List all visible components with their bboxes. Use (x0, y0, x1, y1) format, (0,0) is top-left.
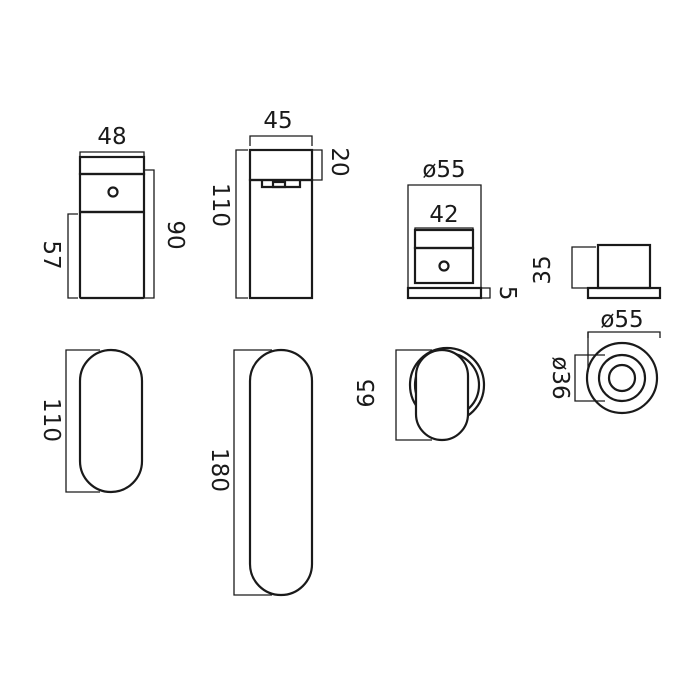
plate-dimension-line (481, 287, 491, 299)
height-dimension-line (395, 349, 432, 441)
height-label: 65 (354, 378, 380, 407)
height-dimension-line (571, 246, 596, 289)
handle-body (413, 246, 475, 285)
handle-top-cap (78, 155, 146, 176)
top-dimension-line (312, 149, 323, 181)
height-label: 110 (207, 183, 233, 227)
handle-small-front-view: 110 (38, 348, 144, 494)
top-label: 20 (326, 147, 352, 176)
height-label: 90 (162, 220, 188, 249)
inner-dimension-line (574, 354, 605, 402)
handle-round-side-view: ø55 42 5 (406, 157, 520, 301)
inner-dimension-line (414, 227, 474, 232)
width-dimension-line (249, 135, 313, 146)
height-dimension-line (235, 149, 248, 299)
escutcheon-core (607, 363, 637, 393)
height-dimension-line (144, 169, 155, 299)
inner-label: ø36 (547, 356, 573, 399)
lever-outline (414, 348, 470, 442)
spout-front-view: 180 (206, 348, 314, 597)
width-label: 48 (97, 124, 126, 150)
height-dimension-line (233, 349, 272, 596)
height-label: 35 (530, 255, 556, 284)
handle-upper-body (78, 172, 146, 214)
escutcheon-outer-ring (585, 341, 659, 415)
width-label: 45 (263, 108, 292, 134)
handle-lower-body (78, 210, 146, 300)
inner-label: 42 (429, 202, 458, 228)
outer-label: ø55 (422, 157, 465, 183)
knob-stem (596, 243, 652, 290)
plate-label: 5 (494, 286, 520, 301)
lower-dimension-line (67, 213, 78, 299)
knob-flange (586, 286, 662, 300)
spout-top-block (248, 148, 314, 182)
height-label: 180 (206, 448, 232, 492)
outer-dimension-line (407, 184, 482, 290)
spout-outline (248, 348, 314, 597)
base-plate (406, 286, 483, 300)
height-label: 110 (38, 398, 64, 442)
handle-head (413, 228, 475, 250)
height-dimension-line (65, 349, 100, 493)
width-dimension-line (79, 151, 145, 160)
handle-small-side-view: 48 90 57 (38, 124, 188, 300)
escutcheon-view: 35 ø55 ø36 (530, 243, 662, 415)
outer-label: ø55 (600, 307, 643, 333)
spout-side-view: 45 20 110 (207, 108, 352, 300)
grub-screw-icon (438, 260, 450, 272)
aerator-icon (271, 180, 287, 189)
handle-round-front-view: 65 (354, 346, 486, 442)
grub-screw-icon (107, 186, 119, 198)
escutcheon-inner-ring (597, 353, 647, 403)
spout-body (248, 178, 314, 300)
lower-label: 57 (38, 240, 64, 269)
handle-outline (78, 348, 144, 494)
